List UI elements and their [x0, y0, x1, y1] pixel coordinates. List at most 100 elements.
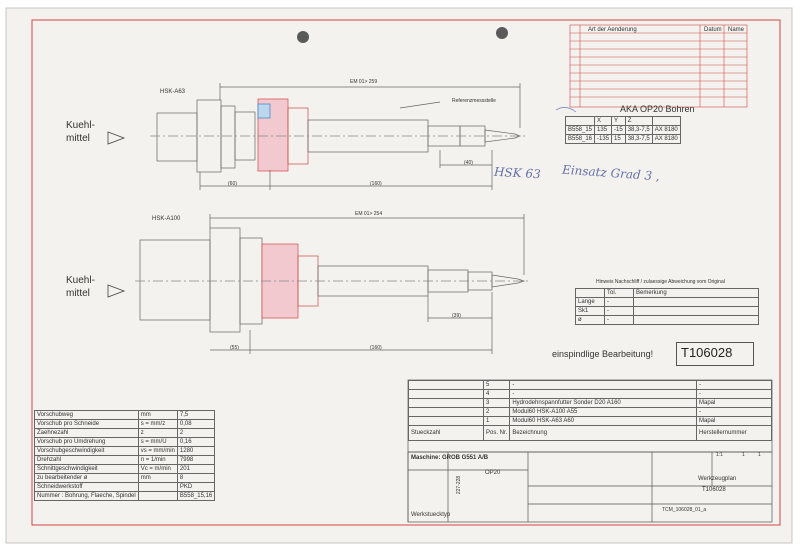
- param-value: PKD: [176, 482, 216, 492]
- param-unit: mm: [137, 473, 178, 483]
- revision-col-change: Art der Aenderung: [588, 27, 637, 33]
- tol-cell: -: [604, 315, 634, 325]
- tol-cell: ø: [575, 315, 605, 325]
- coolant-label-2a: Kuehl-: [66, 275, 95, 286]
- dim-2a: (55): [230, 345, 239, 351]
- tol-col-0: [575, 288, 605, 298]
- op-cell: 15: [611, 134, 626, 144]
- title-number: T106028: [702, 487, 726, 493]
- coolant-arrow-1: [107, 131, 126, 145]
- param-name: Vorschub pro Umdrehung: [34, 437, 139, 447]
- param-name: Vorschubweg: [34, 410, 139, 420]
- coolant-label-2b: mittel: [66, 288, 90, 299]
- dim-1c: (40): [464, 160, 473, 166]
- tol-col-tol: Tol.: [604, 288, 634, 298]
- param-unit: vs = mm/min: [137, 446, 178, 456]
- op-cell: -135: [594, 134, 613, 144]
- title-scale: 1:1: [716, 452, 723, 458]
- coolant-arrow-2: [107, 284, 126, 298]
- table-row: 4--: [408, 389, 772, 399]
- tol-cell: Lange: [575, 297, 605, 307]
- drawing-number-box: [676, 342, 754, 366]
- table-row: B558_16 -135 15 38,3-7,5 AX 8180: [564, 134, 681, 144]
- spindle-label-1: HSK-A63: [160, 89, 186, 95]
- coolant-label-1b: mittel: [66, 133, 90, 144]
- part-name: Modul60 HSK-A100 A55: [509, 407, 697, 417]
- param-value: 7998: [176, 455, 216, 465]
- drawing-border: [31, 19, 781, 526]
- op-cell: 135: [594, 125, 613, 135]
- tol-cell: [633, 297, 759, 307]
- table-row: Nummer : Bohrung, Flaeche, Spindel B558_1…: [34, 491, 216, 501]
- spindle-label-2: HSK-A100: [152, 216, 181, 222]
- parts-col-maker: Herstellernummer: [696, 425, 772, 441]
- side-code: 227-228: [456, 475, 463, 495]
- param-unit: [137, 482, 178, 492]
- dim-2c: (39): [452, 313, 461, 319]
- dim-1b: (160): [370, 181, 382, 187]
- op-col-z: Z: [624, 116, 653, 126]
- tool-assembly-hsk-a100: [135, 214, 530, 354]
- dim-2b: (160): [370, 345, 382, 351]
- op-table-title: AKA OP20 Bohren: [620, 104, 695, 114]
- tolerance-header-row: Tol. Bemerkung: [575, 288, 759, 298]
- param-unit: z: [137, 428, 178, 438]
- param-value: 2: [176, 428, 216, 438]
- revision-col-date: Datum: [704, 27, 722, 33]
- op-table: X Y Z B558_15 135 -15 38,3-7,5 AX 8180 B…: [564, 116, 681, 144]
- punch-hole-left: [297, 31, 309, 43]
- part-name: Hydrodehnspannfutter Sonder D20 A160: [509, 398, 697, 408]
- dim-1a: (60): [228, 181, 237, 187]
- param-value: 8: [176, 473, 216, 483]
- handwritten-scribble: [555, 107, 577, 113]
- op-cell: AX 8180: [651, 134, 681, 144]
- title-sheet: 1: [742, 452, 745, 458]
- op-cell: -15: [611, 125, 626, 135]
- revision-table: [569, 24, 748, 108]
- part-maker: Mapal: [696, 398, 772, 408]
- param-value: B558_15,16: [176, 491, 216, 501]
- parts-col-name: Bezeichnung: [509, 425, 697, 441]
- param-name: Vorschub pro Schneide: [34, 419, 139, 429]
- op-cell: B558_16: [564, 134, 596, 144]
- op-cell: 38,3-7,5: [624, 134, 653, 144]
- title-file: TCM_106028_01_a: [662, 507, 707, 513]
- table-row: Lange -: [575, 297, 759, 307]
- table-row: B558_15 135 -15 38,3-7,5 AX 8180: [564, 125, 681, 135]
- param-value: 0,16: [176, 437, 216, 447]
- param-unit: mm: [137, 410, 178, 420]
- punch-hole-right: [496, 27, 508, 39]
- tolerance-title: Hinweis Nachschliff / zulaessige Abweich…: [596, 279, 725, 285]
- handwritten-note-hsk63: HSK 63: [493, 164, 542, 182]
- param-unit: Vc = m/min: [137, 464, 178, 474]
- parts-header-row: Stueckzahl Pos. Nr. Bezeichnung Herstell…: [408, 425, 772, 441]
- workpiece-type-label: Werkstuecktyp: [411, 512, 451, 518]
- op-cell: AX 8180: [651, 125, 681, 135]
- param-name: Nummer : Bohrung, Flaeche, Spindel: [34, 491, 139, 501]
- param-value: 7,5: [176, 410, 216, 420]
- part-name: -: [509, 389, 697, 399]
- param-value: 1280: [176, 446, 216, 456]
- tol-cell: Sk1: [575, 306, 605, 316]
- param-name: zu bearbeitender ø: [34, 473, 139, 483]
- param-name: Drehzahl: [34, 455, 139, 465]
- overall-dim-1: EM 01> 259: [350, 79, 378, 85]
- coolant-label-1a: Kuehl-: [66, 120, 95, 131]
- reference-note: Referenzmessstelle: [452, 98, 496, 104]
- part-pos: 5: [482, 380, 511, 390]
- revision-col-name: Name: [728, 27, 745, 33]
- param-name: Zaehnezahl: [34, 428, 139, 438]
- op-cell: B558_15: [564, 125, 596, 135]
- part-maker: -: [696, 380, 772, 390]
- title-doc-type: Werkzeugplan: [698, 476, 737, 482]
- tol-cell: -: [604, 297, 634, 307]
